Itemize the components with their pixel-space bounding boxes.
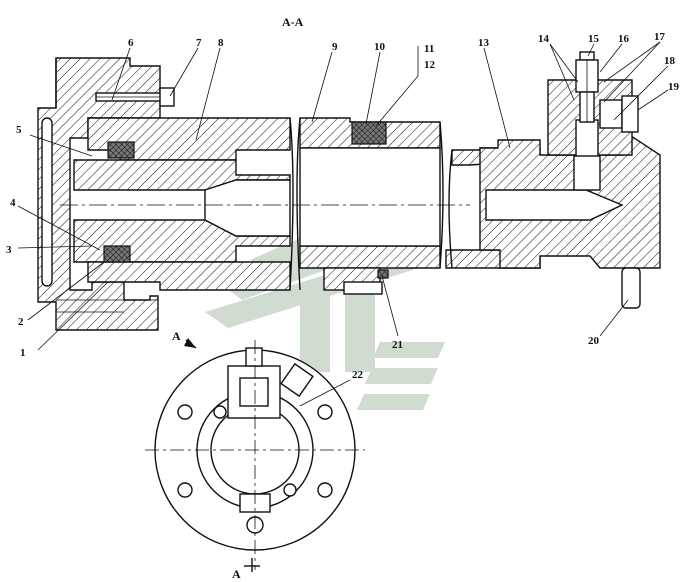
seal-lower <box>103 245 131 263</box>
callout-7: 7 <box>196 37 202 49</box>
callout-13: 13 <box>478 37 490 49</box>
flange-bolt <box>95 87 175 107</box>
callout-6: 6 <box>128 37 134 49</box>
inner-sleeve <box>73 159 291 263</box>
section-marker-top <box>184 338 197 349</box>
callout-9: 9 <box>332 41 338 53</box>
callout-22: 22 <box>352 369 364 381</box>
break-lines <box>289 117 453 291</box>
callout-17: 17 <box>654 31 666 43</box>
top-fitting <box>575 51 599 123</box>
right-body <box>479 79 661 269</box>
side-fitting <box>599 95 639 133</box>
callout-8: 8 <box>218 37 224 49</box>
callout-14: 14 <box>538 33 550 45</box>
callout-1: 1 <box>20 347 26 359</box>
callout-12: 12 <box>424 59 436 71</box>
callout-5: 5 <box>16 124 22 136</box>
callout-18: 18 <box>664 55 676 67</box>
callout-4: 4 <box>10 197 16 209</box>
callout-11: 11 <box>424 43 434 55</box>
callout-19: 19 <box>668 81 680 93</box>
barrel-bore <box>299 147 441 247</box>
seal-ring <box>351 121 387 145</box>
leader-lines <box>17 41 669 407</box>
callout-3: 3 <box>6 244 12 256</box>
view-marker-top: A <box>172 329 181 343</box>
callout-16: 16 <box>618 33 630 45</box>
pin <box>621 267 641 309</box>
callout-2: 2 <box>18 316 24 328</box>
section-marker-bottom <box>244 558 260 572</box>
callout-20: 20 <box>588 335 600 347</box>
callout-10: 10 <box>374 41 386 53</box>
seal-upper <box>107 141 135 159</box>
callout-15: 15 <box>588 33 600 45</box>
section-title: A-A <box>282 15 304 29</box>
callout-21: 21 <box>392 339 403 351</box>
view-marker-bottom: A <box>232 567 241 581</box>
end-view <box>145 340 365 570</box>
lower-bolt <box>323 267 389 295</box>
